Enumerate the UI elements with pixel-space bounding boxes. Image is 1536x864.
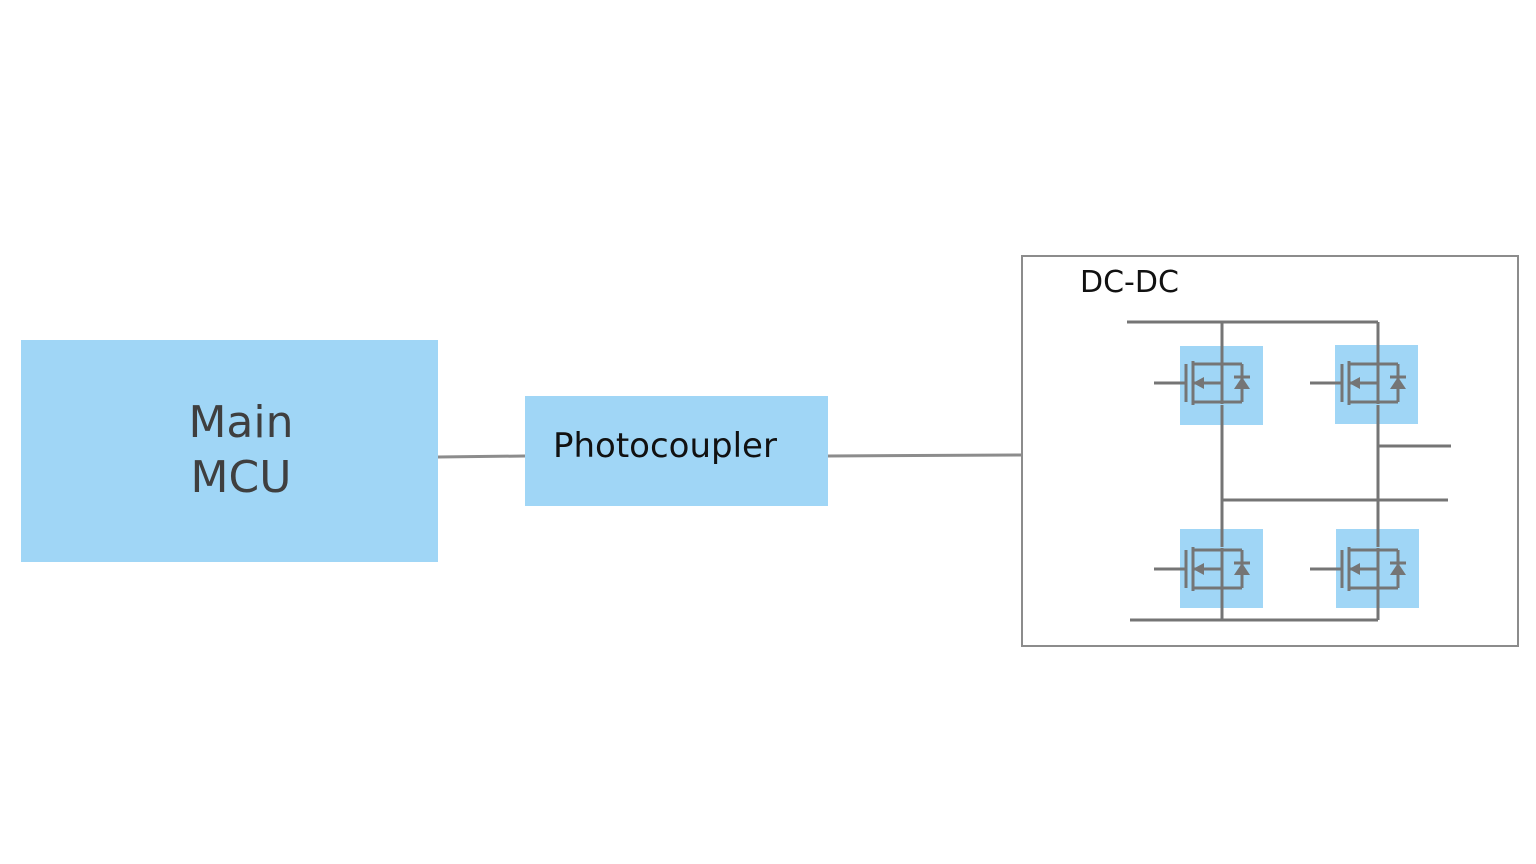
- bridge-wiring: [1127, 320, 1451, 622]
- main-mcu-block: Main MCU: [21, 340, 438, 562]
- dc-dc-label: DC-DC: [1080, 265, 1179, 300]
- main-mcu-label-line2: MCU: [190, 452, 292, 503]
- photocoupler-label: Photocoupler: [553, 426, 777, 466]
- wire-photocoupler-to-dcdc: [827, 453, 1022, 458]
- dc-dc-converter-frame: [1021, 255, 1519, 647]
- wire-mcu-to-photocoupler: [437, 454, 526, 459]
- main-mcu-label-line1: Main: [188, 397, 294, 448]
- photocoupler-block: Photocoupler: [525, 396, 828, 506]
